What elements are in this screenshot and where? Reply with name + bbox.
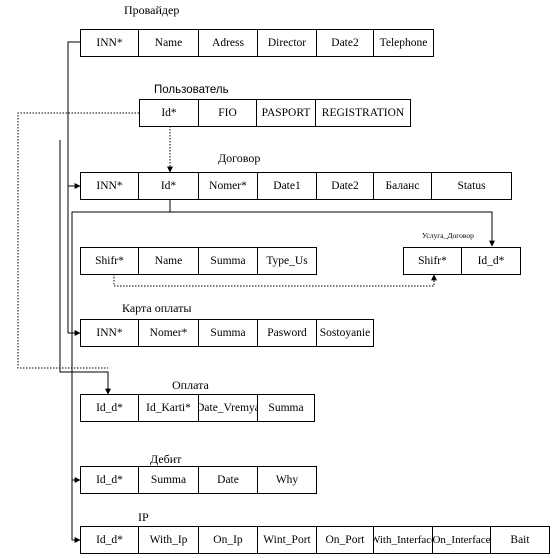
link-contract-service [170, 211, 495, 247]
link-provider-inn [67, 41, 81, 189]
entity-title-debit: Дебит [150, 452, 182, 466]
link-contract-trunk [71, 200, 171, 543]
entity-payment: Id_d* Id_Karti* Date_Vremya Summa [80, 394, 315, 422]
entity-payment-card: INN* Nomer* Summa Pasword Sostoyanie [80, 319, 374, 347]
link-user-outer [17, 112, 139, 369]
field-cell: Nomer* [139, 320, 199, 346]
entity-user: Id* FIO PASPORT REGISTRATION [139, 99, 411, 127]
field-cell: Name [139, 30, 199, 56]
field-cell: Id* [139, 173, 199, 199]
field-cell: Id_d* [81, 467, 139, 493]
link-contract-payment [59, 140, 111, 395]
field-cell: Type_Us [258, 248, 317, 274]
entity-service: Shifr* Name Summa Type_Us [80, 247, 317, 275]
field-cell: Shifr* [404, 248, 462, 274]
field-cell: Wint_Port [258, 527, 317, 553]
field-cell: On_Interface [433, 527, 491, 553]
entity-provider: INN* Name Adress Director Date2 Telephon… [80, 29, 434, 57]
field-cell: Date [199, 467, 258, 493]
entity-title-ip: IP [138, 510, 149, 524]
entity-ip: Id_d* With_Ip On_Ip Wint_Port On_Port Wi… [80, 526, 550, 554]
field-cell: PASPORT [257, 100, 316, 126]
entity-contract: INN* Id* Nomer* Date1 Date2 Баланс Statu… [80, 172, 512, 200]
field-cell: Id_d* [81, 395, 139, 421]
field-cell: INN* [81, 173, 139, 199]
link-service-shifr [113, 274, 437, 287]
entity-debit: Id_d* Summa Date Why [80, 466, 317, 494]
field-cell: Summa [258, 395, 315, 421]
field-cell: Date_Vremya [199, 395, 258, 421]
field-cell: Pasword [258, 320, 317, 346]
field-cell: With_Ip [139, 527, 199, 553]
field-cell: Telephone [374, 30, 434, 56]
field-cell: Id_d* [81, 527, 139, 553]
field-cell: Summa [139, 467, 199, 493]
field-cell: INN* [81, 30, 139, 56]
field-cell: Id* [140, 100, 199, 126]
field-cell: Adress [199, 30, 258, 56]
field-cell: Id_Karti* [139, 395, 199, 421]
field-cell: Director [258, 30, 317, 56]
link-provider-card [67, 186, 81, 336]
field-cell: Why [258, 467, 317, 493]
field-cell: Id_d* [462, 248, 521, 274]
field-cell: Summa [199, 248, 258, 274]
field-cell: Shifr* [81, 248, 139, 274]
field-cell: INN* [81, 320, 139, 346]
field-cell: Bait [491, 527, 550, 553]
field-cell: Date2 [317, 30, 374, 56]
field-cell: Nomer* [199, 173, 258, 199]
field-cell: On_Port [317, 527, 374, 553]
entity-service-contract: Shifr* Id_d* [403, 247, 521, 275]
field-cell: Sostoyanie [317, 320, 374, 346]
entity-title-payment-card: Карта оплаты [122, 301, 192, 315]
field-cell: Name [139, 248, 199, 274]
entity-title-contract: Договор [218, 151, 261, 165]
field-cell: With_Interface [374, 527, 433, 553]
field-cell: Status [432, 173, 512, 199]
entity-title-user: Пользователь [154, 84, 229, 96]
entity-title-payment: Оплата [172, 378, 209, 392]
field-cell: Summa [199, 320, 258, 346]
field-cell: Date1 [258, 173, 317, 199]
field-cell: REGISTRATION [316, 100, 411, 126]
field-cell: On_Ip [199, 527, 258, 553]
entity-title-provider: Провайдер [124, 3, 180, 17]
entity-title-service-contract: Услуга_Договор [422, 231, 474, 240]
field-cell: Date2 [317, 173, 374, 199]
field-cell: Баланс [374, 173, 432, 199]
field-cell: FIO [199, 100, 257, 126]
